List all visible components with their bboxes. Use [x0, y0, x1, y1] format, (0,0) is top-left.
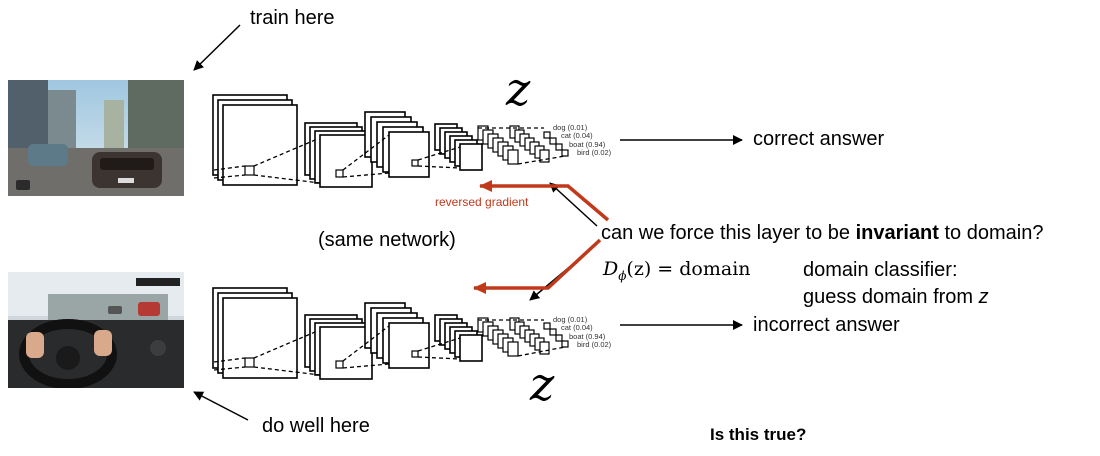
correct-answer-label: correct answer: [753, 128, 885, 150]
real-driving-image: [8, 272, 184, 388]
domain-classifier-subtitle: guess domain from z: [803, 286, 989, 309]
class-label: bird (0.02): [577, 148, 612, 157]
class-label: boat (0.94): [569, 332, 606, 341]
game-scene-image: [8, 80, 184, 196]
train-here-label: train here: [250, 7, 335, 29]
domain-classifier-title: domain classifier:: [803, 259, 958, 281]
arrow-to-real-image: [193, 391, 249, 421]
same-network-label: (same network): [318, 229, 456, 251]
class-label: dog (0.01): [553, 315, 588, 324]
red-arrow-top: [479, 180, 610, 222]
classifier-subtitle-prefix: guess domain from: [803, 286, 979, 308]
class-probabilities-bottom: dog (0.01) cat (0.04) boat (0.94) bird (…: [553, 315, 612, 349]
incorrect-answer-label: incorrect answer: [753, 314, 900, 336]
network-top: [212, 94, 569, 188]
class-label: dog (0.01): [553, 123, 588, 132]
z-symbol-top: z: [506, 62, 531, 116]
class-probabilities-top: dog (0.01) cat (0.04) boat (0.94) bird (…: [553, 123, 612, 157]
do-well-here-label: do well here: [262, 415, 370, 437]
footer-question: Is this true?: [710, 425, 807, 444]
class-label: cat (0.04): [561, 323, 593, 332]
red-arrow-bottom: [473, 238, 602, 294]
class-label: cat (0.04): [561, 131, 593, 140]
formula-d: D: [603, 258, 619, 280]
arrow-to-game-image: [193, 24, 241, 71]
class-label: boat (0.94): [569, 140, 606, 149]
reversed-gradient-label: reversed gradient: [435, 195, 529, 209]
question-text-prefix: can we force this layer to be: [601, 222, 856, 244]
formula-rest: (z) = domain: [626, 258, 751, 280]
domain-formula: Dϕ(z) = domain: [603, 258, 751, 283]
classifier-subtitle-var: z: [978, 286, 989, 308]
question-text-suffix: to domain?: [938, 222, 1044, 244]
network-bottom: [212, 287, 569, 380]
z-symbol-bottom: z: [530, 357, 555, 411]
formula-subscript: ϕ: [618, 268, 627, 283]
invariance-question: can we force this layer to be invariant …: [601, 222, 1043, 245]
arrow-question-to-top-z: [549, 182, 598, 227]
class-label: bird (0.02): [577, 340, 612, 349]
question-text-bold: invariant: [855, 222, 939, 244]
